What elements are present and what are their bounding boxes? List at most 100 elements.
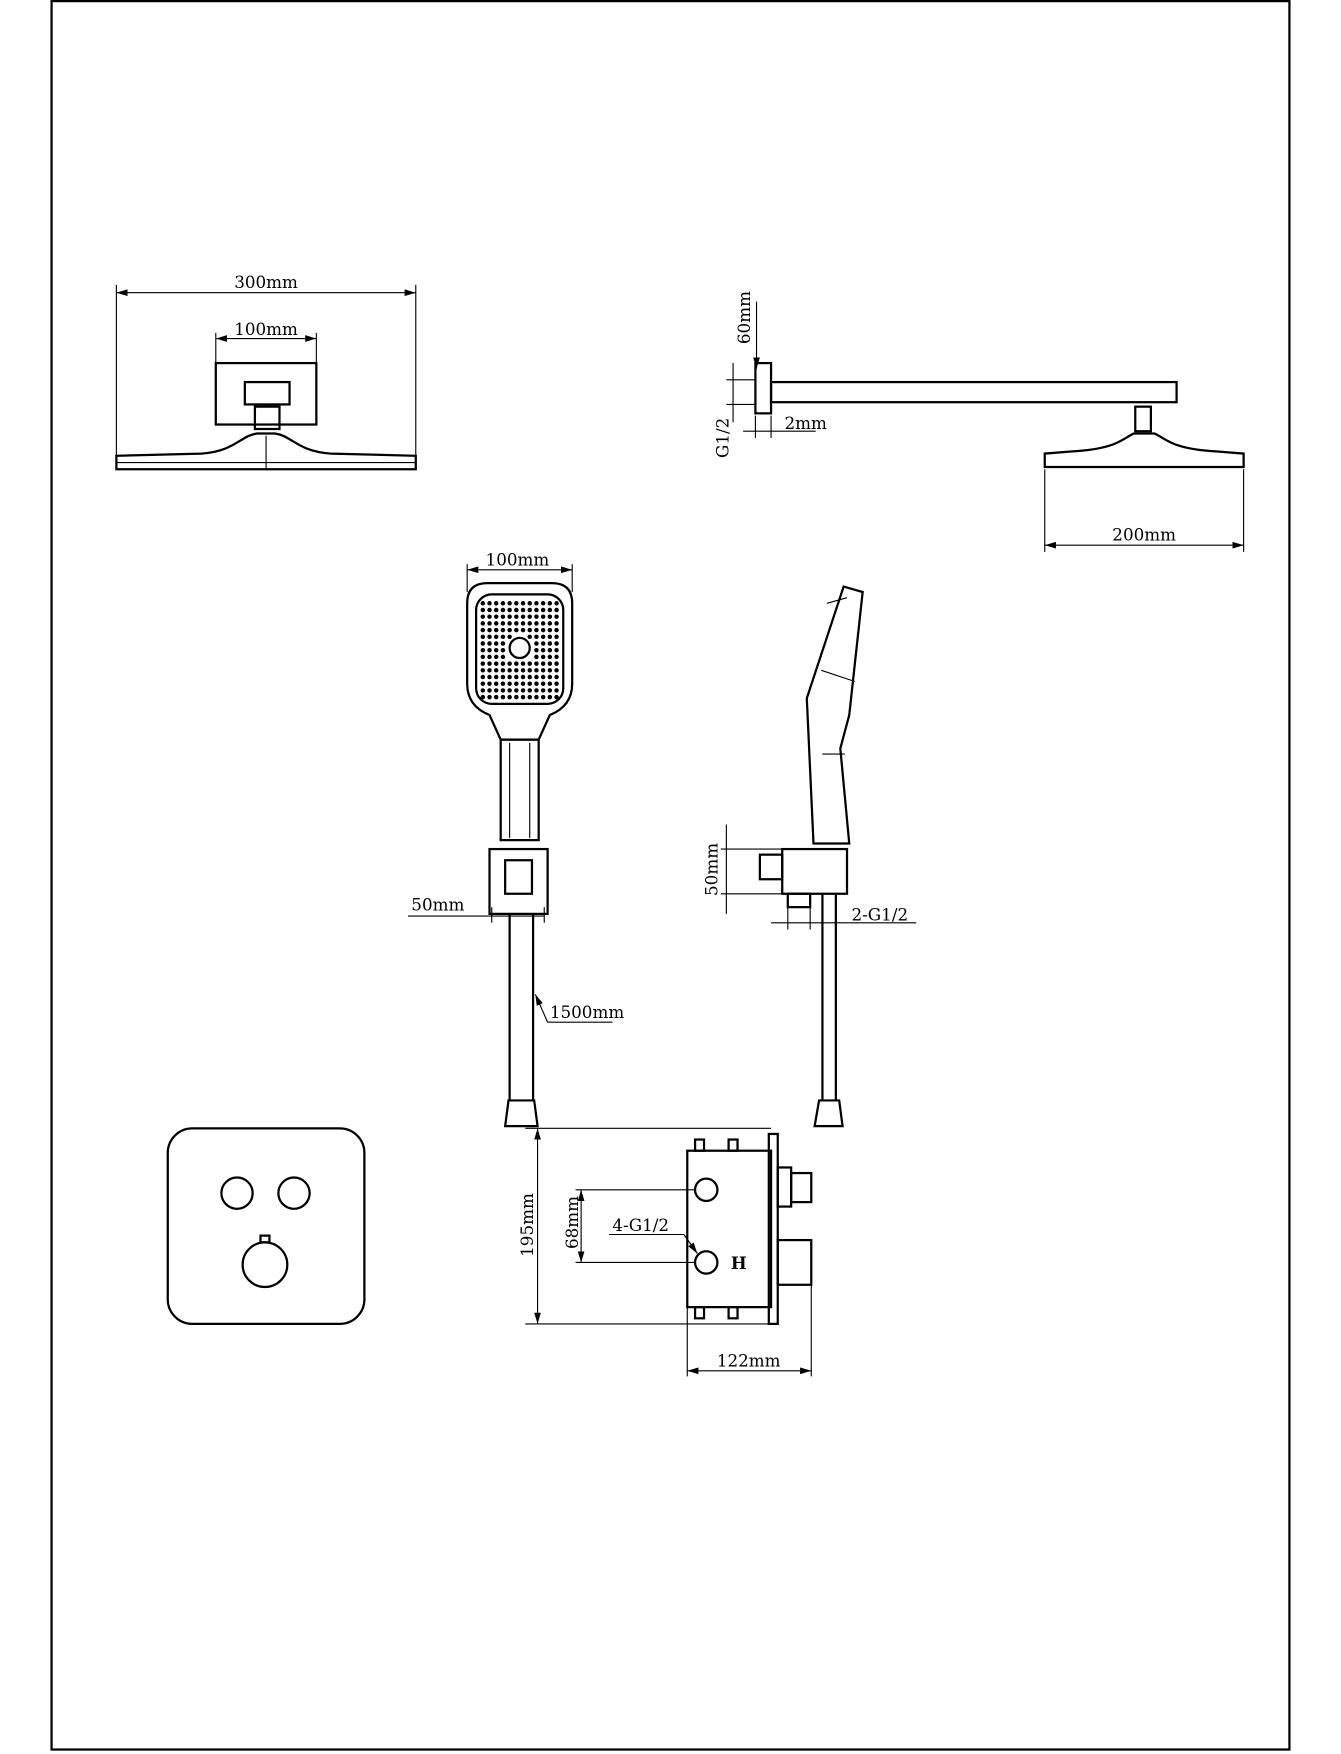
nozzle-dot [547, 661, 553, 666]
nozzle-dot [500, 621, 506, 626]
spacing-68-label: 68mm [562, 1196, 582, 1249]
nozzle-dot [487, 654, 492, 660]
nozzle-dot [540, 688, 546, 693]
nozzle-dot [534, 681, 539, 686]
nozzle-dot [480, 647, 486, 653]
nozzle-dot [527, 674, 532, 680]
nozzle-dot [487, 634, 492, 640]
nozzle-dot [514, 688, 519, 693]
nozzle-dot [500, 688, 506, 693]
nozzle-dot [547, 694, 553, 700]
nozzle-dot [540, 621, 546, 626]
nozzle-dot [554, 688, 559, 693]
nozzle-dot [534, 661, 539, 666]
nozzle-dot [547, 627, 553, 633]
nozzle-dot [527, 627, 532, 633]
nozzle-dot [480, 681, 486, 686]
nozzle-dot [554, 641, 559, 646]
nozzle-dot [547, 634, 553, 640]
nozzle-dot [527, 681, 532, 686]
nozzle-dot [520, 668, 526, 673]
nozzle-dot [514, 607, 519, 613]
nozzle-dot [520, 607, 526, 613]
nozzle-dot [554, 668, 559, 673]
nozzle-dot [514, 674, 519, 680]
nozzle-dot [540, 614, 546, 619]
nozzle-dot [520, 621, 526, 626]
nozzle-dot [487, 694, 492, 700]
nozzle-dot [534, 614, 539, 619]
nozzle-dot [500, 681, 506, 686]
nozzle-dot [554, 674, 559, 680]
nozzle-dot [500, 661, 506, 666]
nozzle-dot [554, 601, 559, 606]
width-300-label: 300mm [234, 272, 298, 292]
nozzle-dot [493, 661, 499, 666]
nozzle-dot [554, 607, 559, 613]
nozzle-dot [547, 607, 553, 613]
gap-2-label: 2mm [784, 413, 827, 433]
nozzle-dot [493, 607, 499, 613]
nozzle-dot [534, 627, 539, 633]
nozzle-dot [493, 688, 499, 693]
nozzle-dot [507, 601, 512, 606]
nozzle-dot [493, 694, 499, 700]
nozzle-dot [487, 668, 492, 673]
nozzle-dot [547, 688, 553, 693]
drawing-frame [50, 0, 1291, 1751]
nozzle-dot [547, 674, 553, 680]
nozzle-dot [547, 601, 553, 606]
hand-shower-front-view: 100mm 50mm 1500mm [407, 549, 624, 1128]
nozzle-dot [540, 681, 546, 686]
nozzle-dot [540, 601, 546, 606]
nozzle-dot [493, 647, 499, 653]
nozzle-dot [493, 634, 499, 640]
nozzle-dot [527, 634, 532, 640]
nozzle-dot [500, 694, 506, 700]
nozzle-dot [547, 668, 553, 673]
nozzle-dot [547, 641, 553, 646]
nozzle-dot [554, 621, 559, 626]
nozzle-dot [520, 674, 526, 680]
nozzle-dot [487, 661, 492, 666]
nozzle-dot [534, 601, 539, 606]
nozzle-dot [507, 688, 512, 693]
nozzle-dot [480, 654, 486, 660]
height-60-label: 60mm [734, 291, 754, 344]
nozzle-dot [507, 674, 512, 680]
head-100-label: 100mm [486, 549, 550, 569]
nozzle-dot [480, 614, 486, 619]
nozzle-dot [487, 621, 492, 626]
depth-122-label: 122mm [717, 1350, 781, 1370]
nozzle-dot [493, 641, 499, 646]
nozzle-dot [520, 688, 526, 693]
nozzle-dot [520, 627, 526, 633]
nozzle-dot [493, 681, 499, 686]
nozzle-dot [527, 621, 532, 626]
nozzle-dot [493, 627, 499, 633]
nozzle-dot [540, 674, 546, 680]
nozzle-dot [527, 688, 532, 693]
nozzle-dot [514, 601, 519, 606]
nozzle-dot [534, 654, 539, 660]
nozzle-dot [493, 668, 499, 673]
nozzle-dot [514, 627, 519, 633]
nozzle-dot [527, 614, 532, 619]
nozzle-dot [534, 607, 539, 613]
nozzle-dot [507, 614, 512, 619]
nozzle-dot [500, 647, 506, 653]
nozzle-dot [514, 614, 519, 619]
nozzle-dot [493, 614, 499, 619]
nozzle-dot [480, 661, 486, 666]
nozzle-dot [487, 601, 492, 606]
nozzle-dot [554, 627, 559, 633]
nozzle-dot [527, 601, 532, 606]
nozzle-dot [500, 674, 506, 680]
nozzle-dot [487, 647, 492, 653]
concealed-valve-side-view: H 195mm 68mm 4-G1/2 122mm [517, 1127, 813, 1377]
nozzle-dot [520, 681, 526, 686]
nozzle-dot [547, 647, 553, 653]
nozzle-dot [554, 654, 559, 660]
nozzle-dot [540, 607, 546, 613]
